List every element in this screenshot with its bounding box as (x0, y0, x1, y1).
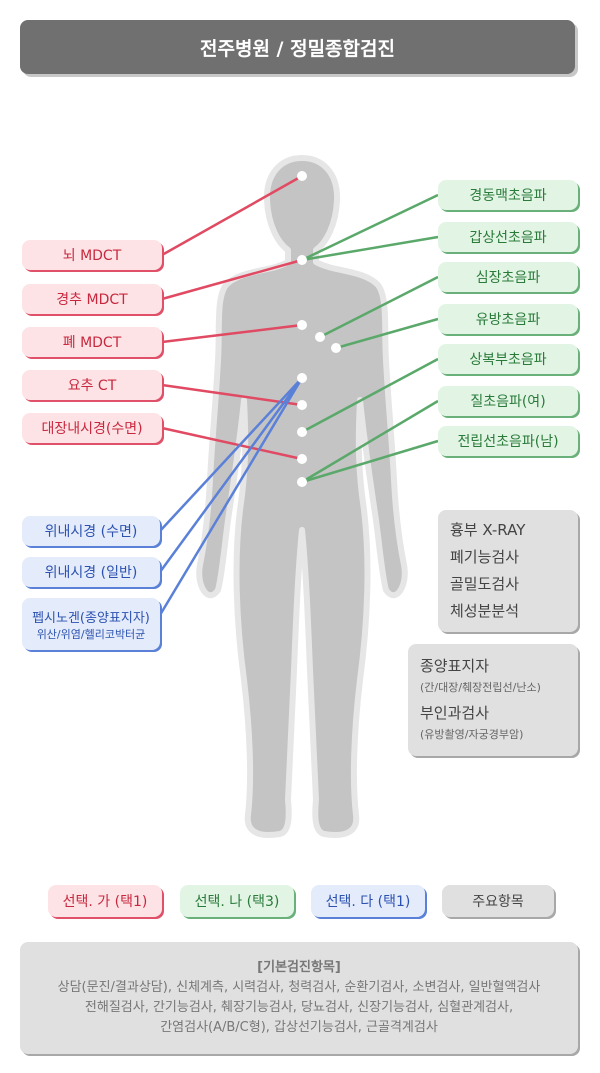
exam-prostate-us: 전립선초음파(남) (438, 426, 578, 456)
extra-item-sub: (간/대장/췌장전립선/난소) (420, 681, 541, 694)
extra-item-sub: (유방촬영/자궁경부암) (420, 728, 524, 741)
blue-connector-lines (158, 377, 304, 616)
legend-option-c: 선택. 다 (택1) (311, 885, 425, 917)
green-connector-lines (301, 193, 439, 484)
body-silhouette (196, 155, 408, 838)
legend-main: 주요항목 (442, 885, 554, 917)
main-item: 폐기능검사 (450, 548, 520, 566)
exam-lumbar-ct: 요추 CT (22, 370, 162, 400)
exam-pepsinogen: 펩시노겐(종양표지자) 위산/위염/헬리코박터균 (22, 598, 160, 650)
pepsinogen-sub: 위산/위염/헬리코박터균 (36, 627, 146, 641)
exam-thyroid-us: 갑상선초음파 (438, 222, 578, 252)
pepsinogen-label: 펩시노겐(종양표지자) (32, 610, 150, 626)
exam-vaginal-us: 질초음파(여) (438, 386, 578, 416)
main-item: 체성분분석 (450, 602, 520, 620)
exam-carotid-us: 경동맥초음파 (438, 180, 578, 210)
page-title: 전주병원 / 정밀종합검진 (20, 20, 575, 74)
basic-line: 간염검사(A/B/C형), 갑상선기능검사, 근골격계검사 (160, 1020, 438, 1035)
exam-colonoscopy: 대장내시경(수면) (22, 413, 162, 443)
legend-option-b: 선택. 나 (택3) (180, 885, 294, 917)
main-item: 골밀도검사 (450, 575, 520, 593)
organ-dots (297, 171, 341, 487)
extra-item: 부인과검사 (420, 704, 490, 722)
legend-option-a: 선택. 가 (택1) (48, 885, 162, 917)
exam-endoscopy-normal: 위내시경 (일반) (22, 557, 160, 587)
basic-line: 전해질검사, 간기능검사, 췌장기능검사, 당뇨검사, 신장기능검사, 심혈관계… (84, 1000, 514, 1015)
basic-line: 상담(문진/결과상담), 신체계측, 시력검사, 청력검사, 순환기검사, 소변… (57, 980, 541, 995)
exam-lung-mdct: 폐 MDCT (22, 327, 162, 357)
exam-brain-mdct: 뇌 MDCT (22, 240, 162, 270)
extra-item: 종양표지자 (420, 657, 490, 675)
extra-items-box: 종양표지자 (간/대장/췌장전립선/난소) 부인과검사 (유방촬영/자궁경부암) (408, 644, 578, 756)
exam-endoscopy-sedated: 위내시경 (수면) (22, 516, 160, 546)
main-items-box: 흉부 X-RAY 폐기능검사 골밀도검사 체성분분석 (438, 510, 578, 632)
exam-heart-us: 심장초음파 (438, 262, 578, 292)
basic-exam-box: [기본검진항목] 상담(문진/결과상담), 신체계측, 시력검사, 청력검사, … (20, 942, 578, 1054)
basic-heading: [기본검진항목] (257, 960, 341, 975)
exam-breast-us: 유방초음파 (438, 304, 578, 334)
exam-abdomen-us: 상복부초음파 (438, 344, 578, 374)
exam-cervical-mdct: 경추 MDCT (22, 284, 162, 314)
main-item: 흉부 X-RAY (450, 521, 526, 539)
